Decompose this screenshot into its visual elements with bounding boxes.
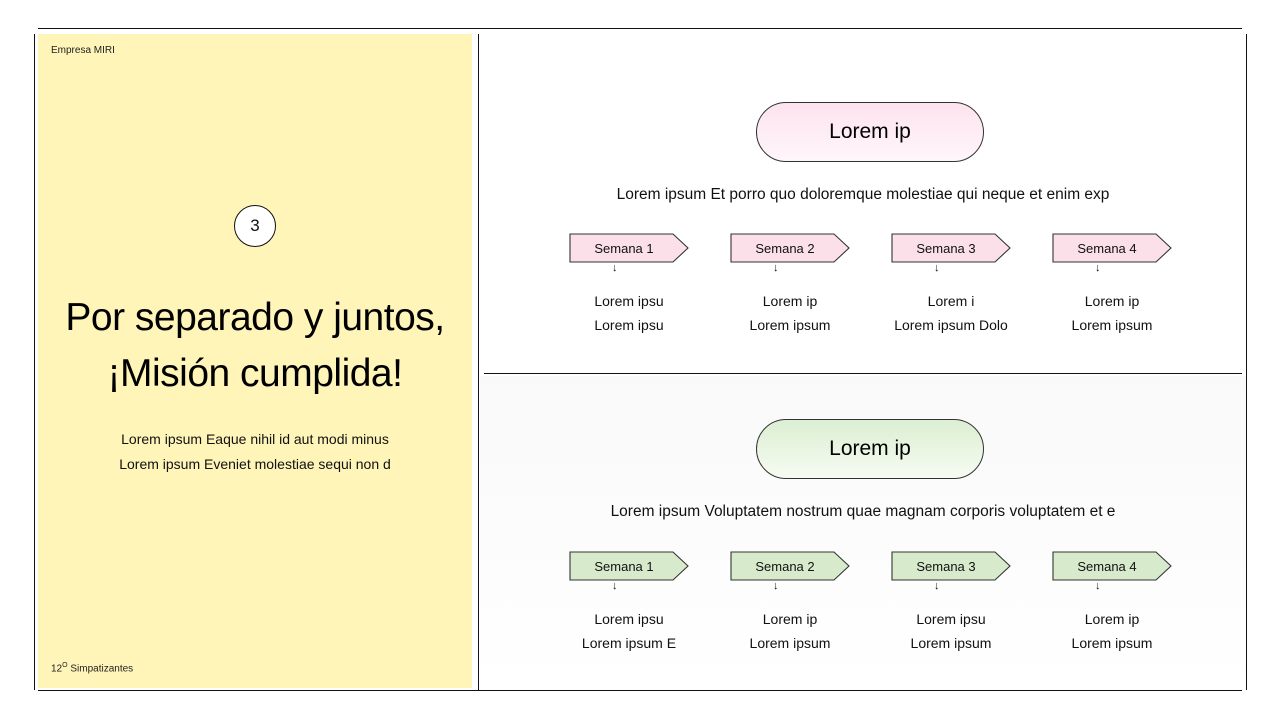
week-line-1: Lorem ip: [1084, 611, 1140, 627]
down-arrow-icon: ↓: [1095, 580, 1101, 592]
week-line-2: Lorem ipsum: [1071, 317, 1153, 333]
week-text: Lorem ipsu Lorem ipsu: [560, 289, 698, 337]
week-item: Semana 4 ↓ Lorem ip Lorem ipsum: [1043, 551, 1203, 671]
down-arrow-icon: ↓: [934, 262, 940, 274]
subtitle: Lorem ipsum Eaque nihil id aut modi minu…: [38, 427, 472, 477]
week-line-2: Lorem ipsum Dolo: [894, 317, 1008, 333]
week-text: Lorem ipsu Lorem ipsum: [882, 607, 1020, 655]
arrow-tag-icon: [730, 233, 850, 263]
week-line-2: Lorem ipsum E: [581, 635, 677, 651]
week-label: Semana 3: [916, 240, 976, 256]
week-tag: Semana 3: [891, 551, 1011, 581]
week-tag: Semana 4: [1052, 233, 1172, 263]
company-name: Empresa MIRI: [51, 45, 115, 56]
week-item: Semana 1 ↓ Lorem ipsu Lorem ipsu: [560, 233, 720, 353]
horizontal-divider: [484, 373, 1242, 374]
section-description: Lorem ipsum Et porro quo doloremque mole…: [616, 186, 1110, 203]
vertical-divider: [478, 34, 479, 690]
week-text: Lorem ip Lorem ipsum: [721, 607, 859, 655]
week-tag: Semana 1: [569, 233, 689, 263]
down-arrow-icon: ↓: [612, 580, 618, 592]
week-label: Semana 4: [1077, 240, 1137, 256]
right-frame-line: [1246, 34, 1247, 690]
page-title: Por separado y juntos, ¡Misión cumplida!: [38, 290, 472, 402]
week-label: Semana 4: [1077, 558, 1137, 574]
week-line-2: Lorem ipsum: [1071, 635, 1153, 651]
week-label: Semana 2: [755, 240, 815, 256]
footer-tag: 12O Simpatizantes: [51, 662, 133, 674]
title-line-1: Por separado y juntos,: [65, 296, 445, 339]
section-heading-pill: Lorem ip: [756, 419, 984, 479]
week-line-1: Lorem ip: [762, 293, 818, 309]
top-rule: [38, 28, 1242, 29]
week-tag: Semana 2: [730, 551, 850, 581]
down-arrow-icon: ↓: [612, 262, 618, 274]
plan-section-1: Lorem ip Lorem ipsum Et porro quo dolore…: [480, 36, 1246, 372]
week-row: Semana 1 ↓ Lorem ipsu Lorem ipsum E Sema…: [480, 551, 1246, 671]
week-label: Semana 1: [594, 240, 654, 256]
arrow-tag-icon: [1052, 233, 1172, 263]
week-tag: Semana 1: [569, 551, 689, 581]
week-text: Lorem ipsu Lorem ipsum E: [560, 607, 698, 655]
arrow-tag-icon: [891, 551, 1011, 581]
title-panel: Empresa MIRI 3 Por separado y juntos, ¡M…: [38, 34, 472, 688]
week-item: Semana 2 ↓ Lorem ip Lorem ipsum: [721, 233, 881, 353]
week-text: Lorem i Lorem ipsum Dolo: [882, 289, 1020, 337]
bottom-rule: [38, 690, 1242, 691]
week-item: Semana 4 ↓ Lorem ip Lorem ipsum: [1043, 233, 1203, 353]
week-label: Semana 3: [916, 558, 976, 574]
week-tag: Semana 3: [891, 233, 1011, 263]
title-line-2: ¡Misión cumplida!: [107, 352, 403, 395]
section-heading-pill: Lorem ip: [756, 102, 984, 162]
footer-number: 12: [51, 663, 63, 675]
week-line-2: Lorem ipsum: [910, 635, 992, 651]
week-label: Semana 2: [755, 558, 815, 574]
week-row: Semana 1 ↓ Lorem ipsu Lorem ipsu Semana …: [480, 233, 1246, 353]
week-tag: Semana 4: [1052, 551, 1172, 581]
week-item: Semana 2 ↓ Lorem ip Lorem ipsum: [721, 551, 881, 671]
week-line-1: Lorem ip: [762, 611, 818, 627]
week-line-1: Lorem ipsu: [594, 293, 664, 309]
week-line-2: Lorem ipsum: [749, 317, 831, 333]
footer-text: Simpatizantes: [70, 663, 134, 675]
down-arrow-icon: ↓: [773, 580, 779, 592]
arrow-tag-icon: [1052, 551, 1172, 581]
section-description: Lorem ipsum Voluptatem nostrum quae magn…: [610, 503, 1116, 520]
week-line-2: Lorem ipsu: [594, 317, 664, 333]
down-arrow-icon: ↓: [1095, 262, 1101, 274]
arrow-tag-icon: [569, 233, 689, 263]
slide-number-badge: 3: [234, 205, 276, 247]
arrow-tag-icon: [730, 551, 850, 581]
week-line-2: Lorem ipsum: [749, 635, 831, 651]
week-text: Lorem ip Lorem ipsum: [1043, 289, 1181, 337]
week-line-1: Lorem ipsu: [594, 611, 664, 627]
week-text: Lorem ip Lorem ipsum: [721, 289, 859, 337]
week-item: Semana 3 ↓ Lorem i Lorem ipsum Dolo: [882, 233, 1042, 353]
week-item: Semana 1 ↓ Lorem ipsu Lorem ipsum E: [560, 551, 720, 671]
week-line-1: Lorem ipsu: [916, 611, 986, 627]
left-frame-line: [34, 34, 35, 690]
footer-superscript: O: [62, 662, 68, 669]
week-text: Lorem ip Lorem ipsum: [1043, 607, 1181, 655]
week-line-1: Lorem ip: [1084, 293, 1140, 309]
arrow-tag-icon: [891, 233, 1011, 263]
subtitle-line-1: Lorem ipsum Eaque nihil id aut modi minu…: [121, 431, 389, 447]
down-arrow-icon: ↓: [934, 580, 940, 592]
arrow-tag-icon: [569, 551, 689, 581]
week-tag: Semana 2: [730, 233, 850, 263]
plan-section-2: Lorem ip Lorem ipsum Voluptatem nostrum …: [480, 376, 1246, 688]
week-line-1: Lorem i: [927, 293, 975, 309]
week-item: Semana 3 ↓ Lorem ipsu Lorem ipsum: [882, 551, 1042, 671]
week-label: Semana 1: [594, 558, 654, 574]
down-arrow-icon: ↓: [773, 262, 779, 274]
subtitle-line-2: Lorem ipsum Eveniet molestiae sequi non …: [119, 456, 391, 472]
